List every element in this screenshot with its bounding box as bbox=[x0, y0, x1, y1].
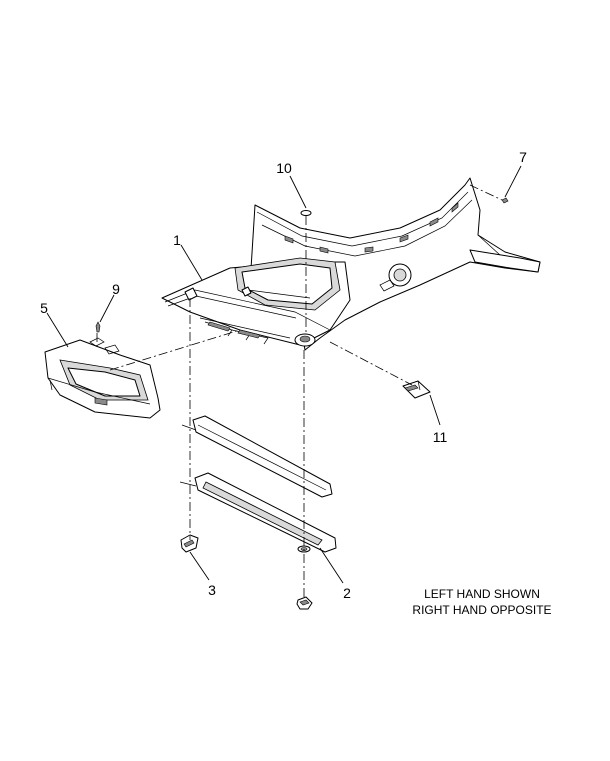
callout-11: 11 bbox=[433, 429, 448, 445]
sill-plate bbox=[179, 472, 337, 553]
fastener-nut bbox=[296, 596, 313, 610]
alignment-lines bbox=[96, 184, 503, 600]
rear-quarter-trim-panel bbox=[161, 177, 541, 351]
callout-10: 10 bbox=[276, 160, 292, 176]
screw bbox=[501, 197, 509, 204]
callout-2: 2 bbox=[343, 585, 351, 601]
retainer-clip bbox=[300, 210, 312, 216]
callout-3: 3 bbox=[208, 582, 216, 598]
mounting-bracket bbox=[402, 380, 431, 399]
leader-lines bbox=[46, 165, 522, 584]
callout-1: 1 bbox=[173, 232, 181, 248]
callout-7: 7 bbox=[519, 149, 527, 165]
note-line-1: LEFT HAND SHOWN bbox=[424, 587, 540, 601]
trim-clip bbox=[180, 534, 199, 553]
callout-5: 5 bbox=[40, 300, 48, 316]
callout-9: 9 bbox=[112, 281, 120, 297]
push-pin bbox=[95, 321, 101, 333]
closeout-bracket bbox=[44, 337, 161, 419]
note-line-2: RIGHT HAND OPPOSITE bbox=[412, 603, 551, 617]
upper-filler-strip bbox=[181, 415, 333, 498]
